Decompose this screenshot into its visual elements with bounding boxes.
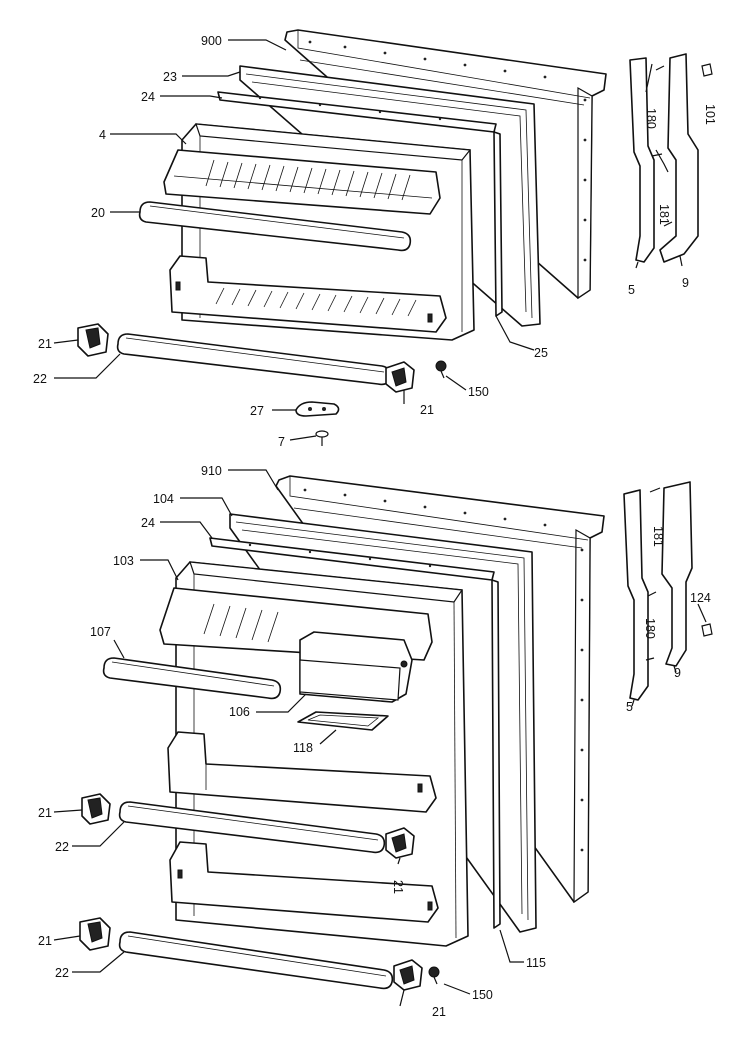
door-handle-trim-right bbox=[661, 481, 693, 667]
label-106: 106 bbox=[229, 705, 250, 719]
handle-screws bbox=[651, 65, 673, 227]
label-180: 180 bbox=[644, 108, 658, 129]
label-21-right-mid: 21 bbox=[391, 880, 405, 894]
door-handle-trim-left bbox=[629, 57, 655, 263]
door-handle-trim-right bbox=[659, 53, 699, 263]
hinge-pin-bracket bbox=[295, 401, 340, 417]
label-910: 910 bbox=[201, 464, 222, 478]
label-27: 27 bbox=[250, 404, 264, 418]
label-181: 181 bbox=[657, 204, 671, 225]
handle-end-cap bbox=[701, 623, 713, 637]
hinge-screw bbox=[315, 430, 329, 446]
inner-door-liner bbox=[159, 561, 469, 947]
label-101: 101 bbox=[703, 104, 717, 125]
label-4: 4 bbox=[99, 128, 106, 142]
label-103: 103 bbox=[113, 554, 134, 568]
label-22-mid: 22 bbox=[55, 840, 69, 854]
label-9: 9 bbox=[682, 276, 689, 290]
label-21-left-low: 21 bbox=[38, 934, 52, 948]
leader-lines-bottom bbox=[53, 469, 707, 1007]
lowest-shelf-bar bbox=[118, 931, 394, 990]
door-handle-trim-left bbox=[623, 489, 649, 701]
label-5: 5 bbox=[628, 283, 635, 297]
label-9: 9 bbox=[674, 666, 681, 680]
label-107: 107 bbox=[90, 625, 111, 639]
breaker-strip bbox=[209, 537, 501, 929]
label-21-left: 21 bbox=[38, 337, 52, 351]
label-24: 24 bbox=[141, 516, 155, 530]
label-22-low: 22 bbox=[55, 966, 69, 980]
bar-end-cap-right bbox=[385, 361, 415, 393]
label-150: 150 bbox=[468, 385, 489, 399]
freezer-door-assembly: 900 23 24 4 20 21 22 21 27 7 150 25 5 18… bbox=[33, 29, 717, 449]
leader-lines-top bbox=[53, 39, 683, 441]
label-21-right-low: 21 bbox=[432, 1005, 446, 1019]
bar-end-cap-left bbox=[77, 323, 109, 357]
label-25: 25 bbox=[534, 346, 548, 360]
label-118: 118 bbox=[293, 741, 313, 755]
middle-shelf-bar bbox=[118, 801, 386, 854]
door-shelf-bar bbox=[102, 657, 282, 700]
bar-end-cap-right bbox=[385, 827, 415, 859]
label-150: 150 bbox=[472, 988, 493, 1002]
label-124: 124 bbox=[690, 591, 711, 605]
fresh-food-door-assembly: 910 104 24 103 107 106 118 21 22 21 21 2… bbox=[38, 464, 713, 1019]
door-screw bbox=[428, 966, 440, 985]
label-104: 104 bbox=[153, 492, 174, 506]
label-900: 900 bbox=[201, 34, 222, 48]
handle-screws bbox=[645, 487, 661, 661]
bar-end-cap-left bbox=[79, 917, 111, 951]
label-21-right: 21 bbox=[420, 403, 434, 417]
label-20: 20 bbox=[91, 206, 105, 220]
door-shelf-bar bbox=[138, 201, 412, 252]
label-181: 181 bbox=[651, 526, 665, 547]
label-23: 23 bbox=[163, 70, 177, 84]
lower-shelf-bar bbox=[116, 333, 392, 386]
label-5: 5 bbox=[626, 700, 633, 714]
bar-end-cap-right bbox=[393, 959, 423, 991]
label-180: 180 bbox=[643, 618, 657, 639]
label-22: 22 bbox=[33, 372, 47, 386]
label-115: 115 bbox=[526, 956, 546, 970]
label-21-left-mid: 21 bbox=[38, 806, 52, 820]
door-screw bbox=[435, 360, 447, 379]
bar-end-cap-left bbox=[81, 793, 111, 825]
handle-end-cap bbox=[701, 63, 713, 77]
label-7: 7 bbox=[278, 435, 285, 449]
label-24: 24 bbox=[141, 90, 155, 104]
